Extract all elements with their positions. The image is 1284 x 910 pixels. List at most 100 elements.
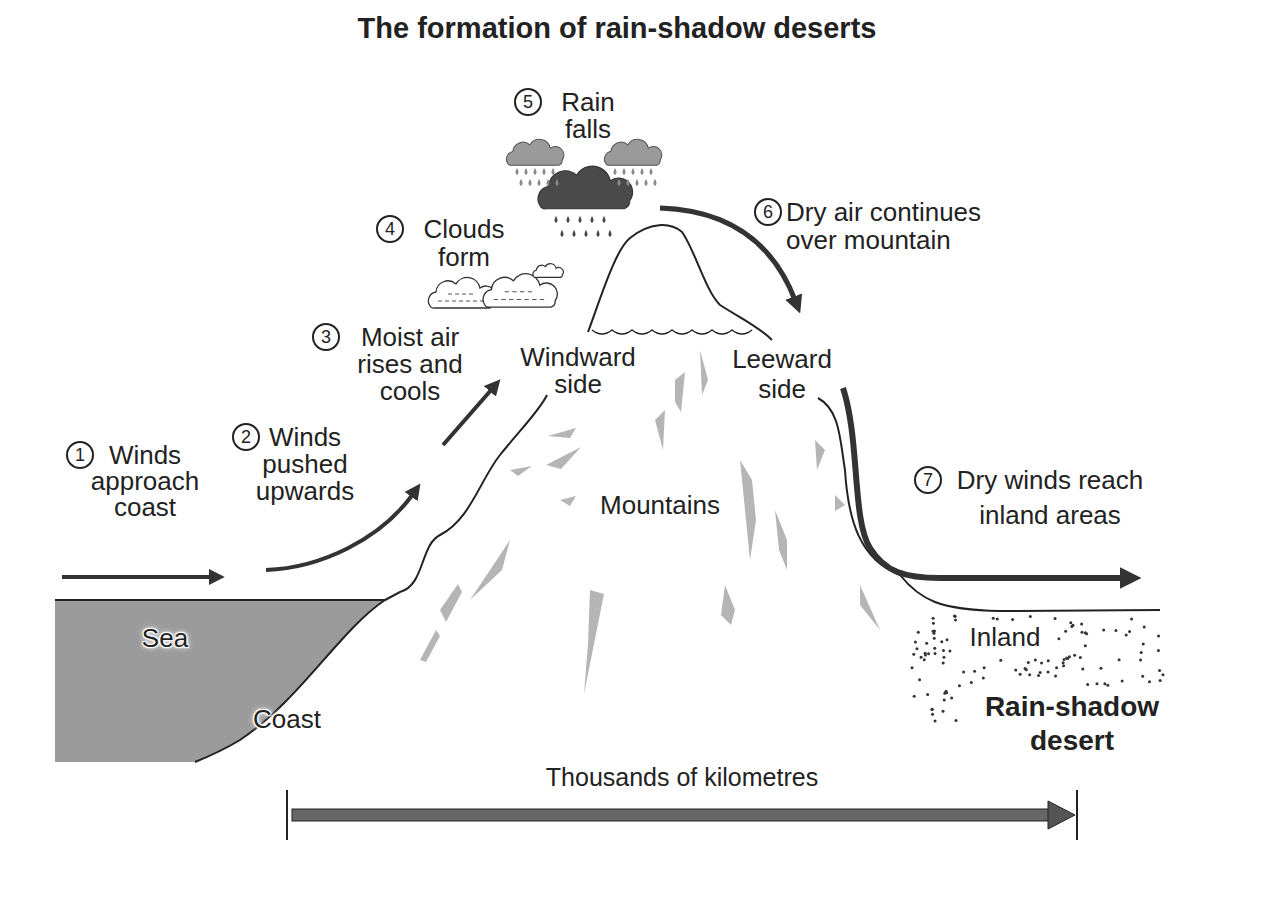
desert-dot	[962, 670, 965, 673]
step-text: Clouds form	[414, 215, 514, 271]
rain-cloud	[604, 139, 661, 165]
desert-dot	[1130, 618, 1133, 621]
rain-drop	[608, 230, 611, 237]
desert-dot	[954, 618, 957, 621]
rock-streak	[835, 495, 845, 511]
desert-dot	[1148, 680, 1151, 683]
forming-cloud	[483, 274, 557, 308]
rock-streak	[470, 540, 510, 600]
desert-dot	[931, 708, 934, 711]
rock-streak	[655, 410, 665, 450]
desert-dot	[1073, 654, 1076, 657]
desert-dot	[923, 658, 926, 661]
desert-dot	[1069, 621, 1072, 624]
desert-dot	[1159, 679, 1162, 682]
distance-bar	[292, 809, 1050, 821]
diagram-title: The formation of rain-shadow deserts	[192, 12, 1042, 45]
rain-drop	[515, 168, 518, 175]
forming-cloud	[533, 264, 563, 278]
desert-dot	[1095, 682, 1098, 685]
rain-drop	[626, 179, 629, 186]
callout-number: 7	[914, 466, 942, 494]
rock-streak	[440, 584, 462, 622]
distance-bar	[287, 790, 1077, 840]
step-text: Dry winds reach inland areas	[950, 463, 1150, 533]
desert-dot	[942, 649, 945, 652]
rain-drop	[555, 179, 558, 186]
rock-streak	[675, 372, 685, 412]
step-callout: 1Winds approach coast	[65, 440, 205, 520]
callout-number: 1	[66, 441, 94, 469]
desert-dot	[1141, 675, 1144, 678]
desert-dot	[932, 622, 935, 625]
forming-cloud	[438, 294, 484, 301]
step-text: Winds pushed upwards	[250, 424, 360, 505]
desert-dot	[982, 677, 985, 680]
desert-dot	[934, 719, 937, 722]
desert-dot	[942, 710, 945, 713]
desert-dot	[1080, 631, 1083, 634]
rock-streak	[775, 510, 787, 570]
desert-dot	[1121, 680, 1124, 683]
rain-drop	[653, 179, 656, 186]
rain-drop	[554, 216, 557, 223]
rain-drop	[622, 168, 625, 175]
rock-streak	[584, 590, 604, 694]
callout-number: 5	[514, 88, 542, 116]
desert-dot	[920, 656, 923, 659]
desert-dot	[983, 666, 986, 669]
scale-label: Thousands of kilometres	[472, 764, 892, 791]
desert-dot	[1106, 684, 1109, 687]
rain-drop	[640, 168, 643, 175]
desert-dot	[1011, 618, 1014, 621]
desert-dot	[943, 699, 946, 702]
desert-dot	[1140, 651, 1143, 654]
step-text: Winds approach coast	[85, 442, 205, 520]
desert-dot	[1054, 675, 1057, 678]
step-callout: 4 Clouds form	[375, 214, 514, 271]
rain-drop	[537, 179, 540, 186]
callout-number: 4	[376, 215, 404, 243]
desert-dot	[1047, 670, 1050, 673]
desert-dot	[913, 695, 916, 698]
rain-cloud	[538, 166, 633, 209]
rain-drop	[649, 168, 652, 175]
desert-dot	[911, 666, 914, 669]
desert-dot	[1019, 673, 1022, 676]
rain-drop	[584, 230, 587, 237]
rain-drop	[617, 179, 620, 186]
distance-bar	[287, 790, 1077, 840]
desert-dot	[942, 662, 945, 665]
callout-number: 3	[312, 323, 340, 351]
step-callout: 2Winds pushed upwards	[231, 422, 360, 505]
desert-dot	[1142, 643, 1145, 646]
forming-cloud	[494, 292, 545, 300]
rain-drop	[631, 168, 634, 175]
desert-dot	[1085, 632, 1088, 635]
mountain-outline	[588, 225, 772, 340]
rain-drop	[635, 179, 638, 186]
desert-dot	[1057, 637, 1060, 640]
rock-streak	[815, 440, 825, 470]
desert-dot	[933, 647, 936, 650]
part-label: Inland	[950, 624, 1060, 651]
sea	[55, 600, 385, 762]
desert-dot	[1028, 673, 1031, 676]
desert-dot	[1118, 658, 1121, 661]
step-callout: 5Rain falls	[513, 87, 628, 143]
desert-dot	[945, 690, 948, 693]
desert-dot	[927, 652, 930, 655]
part-label: Coast	[237, 706, 337, 733]
step-text: Moist air rises and cools	[352, 324, 468, 405]
desert-dot	[946, 638, 949, 641]
rain-cloud	[538, 166, 633, 209]
desert-dot	[1014, 669, 1017, 672]
rock-streak	[510, 466, 532, 476]
rock-streak	[860, 585, 880, 630]
desert-dot	[925, 642, 928, 645]
rain-drop	[533, 168, 536, 175]
wind-arrow	[443, 389, 492, 445]
sea	[55, 600, 385, 762]
desert-dot	[973, 670, 976, 673]
desert-dot	[1063, 658, 1066, 661]
